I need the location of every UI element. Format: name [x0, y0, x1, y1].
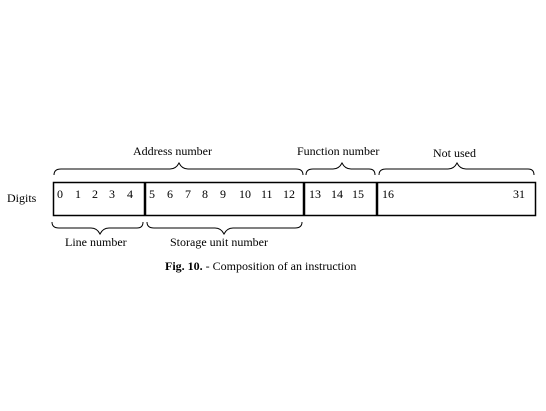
digit-cell: 2 — [92, 187, 98, 201]
digit-cell: 4 — [127, 187, 133, 201]
storage-unit-number-label: Storage unit number — [170, 235, 268, 249]
figure-number: Fig. 10. — [165, 259, 203, 273]
function-number-label: Function number — [297, 144, 380, 158]
row-label: Digits — [7, 191, 37, 205]
digit-cell: 14 — [331, 187, 343, 201]
line-number-label: Line number — [65, 235, 127, 249]
digit-cell: 8 — [202, 187, 208, 201]
digit-cell: 0 — [57, 187, 63, 201]
brace-line — [51, 221, 144, 236]
digit-cell: 13 — [309, 187, 321, 201]
digit-cell: 9 — [220, 187, 226, 201]
digit-cell: 31 — [513, 187, 525, 201]
digit-cell: 16 — [382, 187, 394, 201]
digit-cell: 7 — [185, 187, 191, 201]
brace-storage — [146, 221, 303, 236]
brace-unused — [378, 161, 535, 176]
digit-cell: 5 — [149, 187, 155, 201]
digit-cell: 11 — [261, 187, 273, 201]
digit-cell: 6 — [167, 187, 173, 201]
digit-cell: 3 — [109, 187, 115, 201]
instruction-box — [52, 181, 537, 217]
brace-address — [53, 161, 304, 176]
digit-cell: 10 — [239, 187, 251, 201]
address-number-label: Address number — [133, 144, 212, 158]
digit-cell: 1 — [75, 187, 81, 201]
digit-cell: 15 — [352, 187, 364, 201]
caption-text: - Composition of an instruction — [202, 259, 357, 273]
figure-caption: Fig. 10. - Composition of an instruction — [165, 259, 356, 273]
not-used-label: Not used — [433, 146, 476, 160]
digit-cell: 12 — [283, 187, 295, 201]
brace-function — [305, 161, 376, 176]
